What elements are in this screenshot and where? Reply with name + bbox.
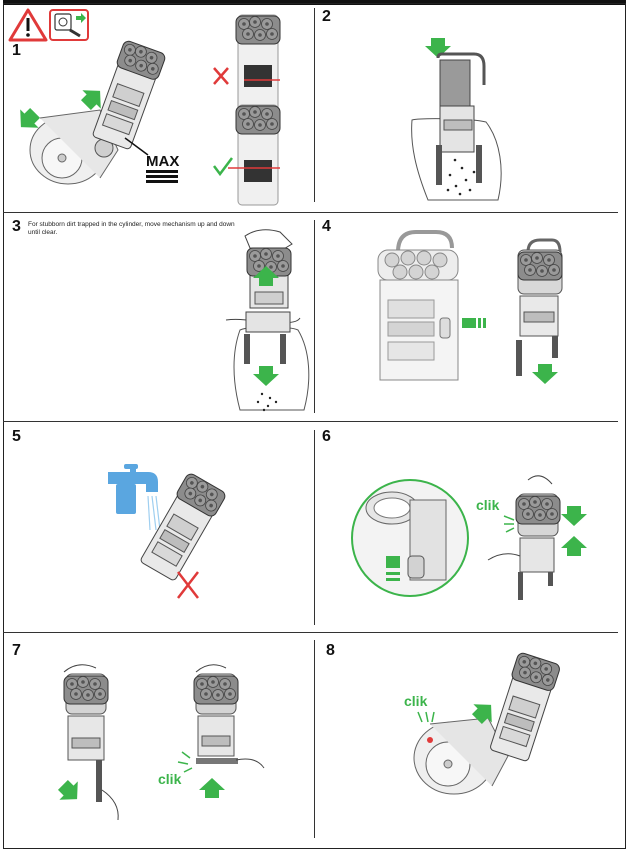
- step-number-4: 4: [322, 218, 331, 235]
- step-number-7: 7: [12, 642, 21, 659]
- step-1-illustration: MAX: [8, 8, 280, 206]
- step-7-illustration: clik: [53, 664, 265, 821]
- clik-label-6: clik: [476, 497, 500, 513]
- divider-row-1: [3, 212, 618, 213]
- step-number-5: 5: [12, 428, 21, 445]
- red-cross-icon-5: [177, 571, 199, 599]
- step-4-illustration: [377, 230, 563, 384]
- step-5-illustration: [108, 464, 227, 599]
- step-number-2: 2: [322, 8, 331, 25]
- step-2-illustration: [411, 38, 502, 201]
- step-number-8: 8: [326, 642, 335, 659]
- step-3-note: For stubborn dirt trapped in the cylinde…: [28, 221, 235, 236]
- step-6-illustration: clik: [351, 475, 587, 600]
- divider-col-4: [314, 640, 315, 838]
- clik-label-7: clik: [158, 771, 182, 787]
- step-number-1: 1: [12, 42, 21, 59]
- divider-row-2: [3, 421, 618, 422]
- page-frame: [3, 3, 626, 849]
- warning-triangle-icon: [8, 8, 48, 42]
- green-check-icon: [213, 157, 233, 177]
- step-number-3: 3: [12, 218, 21, 235]
- water-tap-icon: [108, 464, 158, 514]
- step-3-illustration: [225, 229, 310, 412]
- step-number-6: 6: [322, 428, 331, 445]
- divider-row-3: [3, 632, 618, 633]
- divider-col-1: [314, 8, 315, 202]
- unplug-socket-icon: [49, 9, 89, 41]
- divider-col-2: [314, 220, 315, 413]
- red-cross-icon: [213, 67, 229, 85]
- divider-col-3: [314, 430, 315, 625]
- max-label: MAX: [146, 153, 179, 170]
- step-8-illustration: clik: [404, 652, 561, 795]
- clik-label-8: clik: [404, 693, 428, 709]
- top-bar: [3, 0, 626, 5]
